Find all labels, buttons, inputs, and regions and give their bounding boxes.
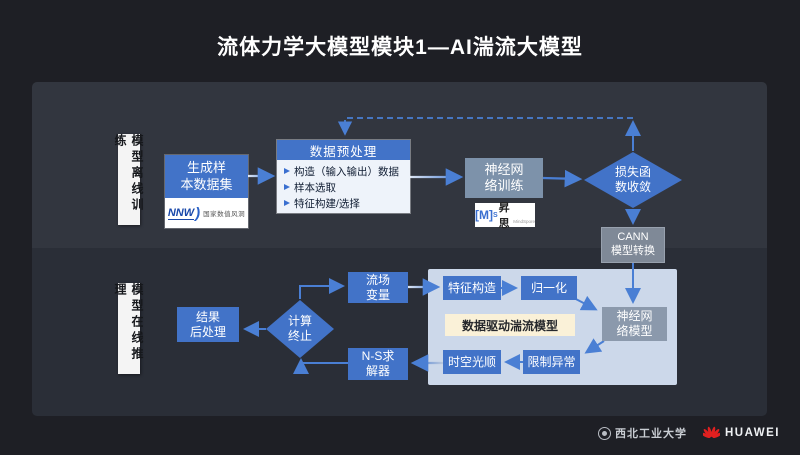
mindspore-logo-subtext: MindSpore [513, 219, 535, 224]
nn-training-box: 神经网 络训练 [465, 158, 543, 198]
huawei-logo-name: HUAWEI [725, 427, 780, 439]
feature-construct-box: 特征构造 [443, 276, 501, 300]
preprocess-item-label: 特征构建/选择 [294, 197, 360, 210]
generate-sample-dataset-box: 生成样 本数据集 NNW)国家数值风洞 [165, 155, 248, 228]
preprocess-item-label: 构造（输入输出）数据 [294, 165, 399, 178]
generate-sample-dataset-text: 生成样 本数据集 [165, 155, 248, 198]
result-postprocess-box: 结果 后处理 [177, 307, 239, 342]
bullet-arrow-icon [284, 184, 290, 190]
normalize-box: 归一化 [521, 276, 577, 300]
page-title: 流体力学大模型模块1—AI湍流大模型 [217, 36, 583, 59]
data-driven-turbulence-model-label: 数据驱动湍流模型 [445, 314, 575, 336]
mindspore-logo-sup: S [493, 211, 498, 219]
mindspore-logo-name: 昇思 [498, 202, 510, 230]
nn-model-box: 神经网 络模型 [602, 307, 667, 341]
huawei-flower-icon [703, 426, 720, 438]
huawei-logo: HUAWEI [703, 426, 780, 441]
spatiotemporal-smooth-box: 时空光顺 [443, 350, 501, 374]
preprocess-item: 样本选取 [284, 179, 410, 195]
offline-training-label: 模型离线训练 [113, 134, 144, 225]
npu-emblem-icon [598, 426, 611, 440]
flow-variables-box: 流场 变量 [348, 272, 408, 303]
npu-logo-name: 西北工业大学 [615, 428, 687, 440]
footer-logos: 西北工业大学 HUAWEI [598, 423, 780, 443]
cann-convert-box: CANN 模型转换 [602, 228, 664, 262]
mindspore-logo-mark: [M] [475, 208, 493, 222]
nnw-logo-abbr: NNW [167, 206, 195, 220]
nnw-logo: NNW)国家数值风洞 [165, 198, 248, 228]
npu-logo: 西北工业大学 [598, 425, 687, 441]
data-preprocess-box: 数据预处理 构造（输入输出）数据 样本选取 特征构建/选择 [277, 140, 410, 213]
preprocess-item-label: 样本选取 [294, 181, 336, 194]
nnw-swoosh-icon: ) [195, 204, 201, 222]
bullet-arrow-icon [284, 200, 290, 206]
preprocess-item: 特征构建/选择 [284, 195, 410, 211]
preprocess-item: 构造（输入输出）数据 [284, 163, 410, 179]
nnw-logo-name: 国家数值风洞 [203, 211, 246, 218]
data-preprocess-list: 构造（输入输出）数据 样本选取 特征构建/选择 [277, 160, 410, 213]
ns-solver-box: N-S求 解器 [348, 348, 408, 380]
online-inference-label: 模型在线推理 [113, 283, 144, 374]
data-preprocess-title: 数据预处理 [277, 140, 410, 160]
limit-anomaly-box: 限制异常 [523, 350, 580, 374]
bullet-arrow-icon [284, 168, 290, 174]
